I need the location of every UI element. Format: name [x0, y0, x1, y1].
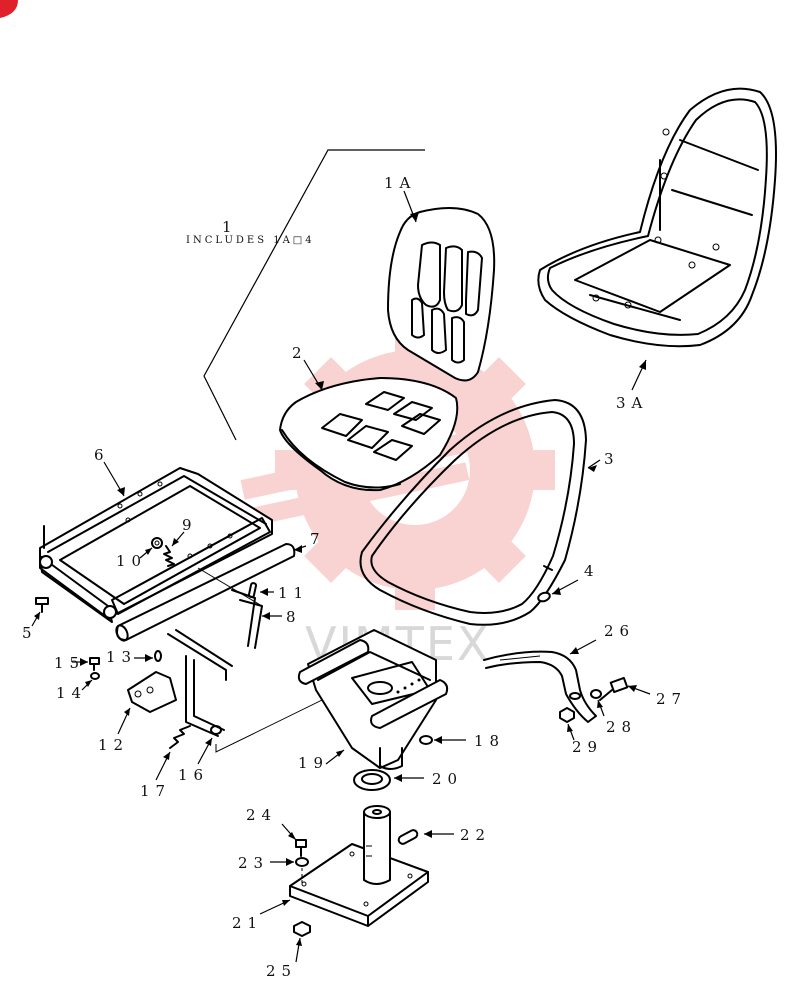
- callout-23: 23: [238, 854, 269, 872]
- part-26-adjuster-arm: [483, 650, 597, 723]
- callout-2: 2: [292, 344, 308, 362]
- callout-13: 13: [106, 648, 137, 666]
- part-21-base-plate: [289, 843, 429, 927]
- callout-4: 4: [584, 562, 600, 580]
- part-23-washer: [295, 857, 309, 867]
- part-25-nut: [293, 921, 311, 937]
- callout-24: 24: [246, 806, 277, 824]
- part-3a-seat-shell: [537, 87, 777, 348]
- part-17-spring: [169, 725, 191, 749]
- callout-17: 17: [140, 782, 171, 800]
- callout-20: 20: [432, 770, 463, 788]
- part-24-bolt: [295, 839, 307, 857]
- part-15-screw: [89, 657, 100, 671]
- part-28-washer: [590, 689, 602, 699]
- callout-26: 26: [604, 622, 635, 640]
- callout-10: 10: [116, 552, 147, 570]
- callout-27: 27: [656, 690, 687, 708]
- callout-19: 19: [298, 754, 329, 772]
- callout-15: 15: [54, 654, 85, 672]
- part-27-bolt: [599, 676, 629, 701]
- assembly-line-8: [197, 567, 263, 607]
- part-9-spring: [163, 545, 175, 567]
- part-14-washer: [90, 672, 100, 680]
- part-7-rod: [115, 543, 296, 642]
- callout-11: 11: [278, 584, 309, 602]
- part-29-nut: [559, 707, 575, 723]
- part-3-trim-edge: [359, 399, 587, 626]
- callout-25: 25: [266, 962, 297, 980]
- callout-14: 14: [56, 684, 87, 702]
- callout-22: 22: [460, 826, 491, 844]
- callout-5: 5: [22, 624, 38, 642]
- callout-labels: 1 INCLUDES 1A□4 1A 2 3 3A 4 5 6 7 8 9 10…: [22, 174, 687, 980]
- callout-28: 28: [606, 718, 637, 736]
- part-22-pin: [397, 829, 419, 845]
- part-19-swivel-mount: [297, 629, 449, 770]
- part-21-post: [363, 805, 391, 885]
- callout-29: 29: [572, 738, 603, 756]
- callout-3: 3: [604, 450, 620, 468]
- callout-9: 9: [182, 516, 198, 534]
- callout-1a: 1A: [384, 174, 416, 192]
- part-16-latch-lever: [167, 629, 233, 737]
- callout-7: 7: [310, 530, 326, 548]
- callout-21: 21: [232, 914, 263, 932]
- callout-8: 8: [286, 608, 302, 626]
- callout-1-includes: INCLUDES 1A□4: [186, 235, 315, 246]
- callout-3a: 3A: [616, 394, 648, 412]
- callout-6: 6: [94, 446, 110, 464]
- callout-18: 18: [474, 732, 505, 750]
- part-13-bushing: [154, 650, 162, 662]
- part-20-ring: [353, 769, 391, 791]
- part-4-clip: [537, 591, 551, 603]
- part-1a-backrest: [387, 207, 496, 382]
- part-10-pin: [151, 537, 163, 549]
- callout-1: 1: [222, 218, 238, 236]
- leader-3: [587, 459, 601, 469]
- part-2-seat-cushion: [279, 377, 459, 492]
- corner-mark: [0, 0, 18, 18]
- part-12-latch-bracket: [127, 671, 177, 713]
- part-5-bolt: [35, 597, 49, 613]
- part-8-handle: [231, 589, 263, 649]
- leader-1-bracket: [203, 149, 425, 441]
- part-18-nut: [419, 735, 433, 745]
- part-11-roll-pin: [247, 582, 258, 599]
- callout-12: 12: [98, 736, 129, 754]
- callout-16: 16: [178, 766, 209, 784]
